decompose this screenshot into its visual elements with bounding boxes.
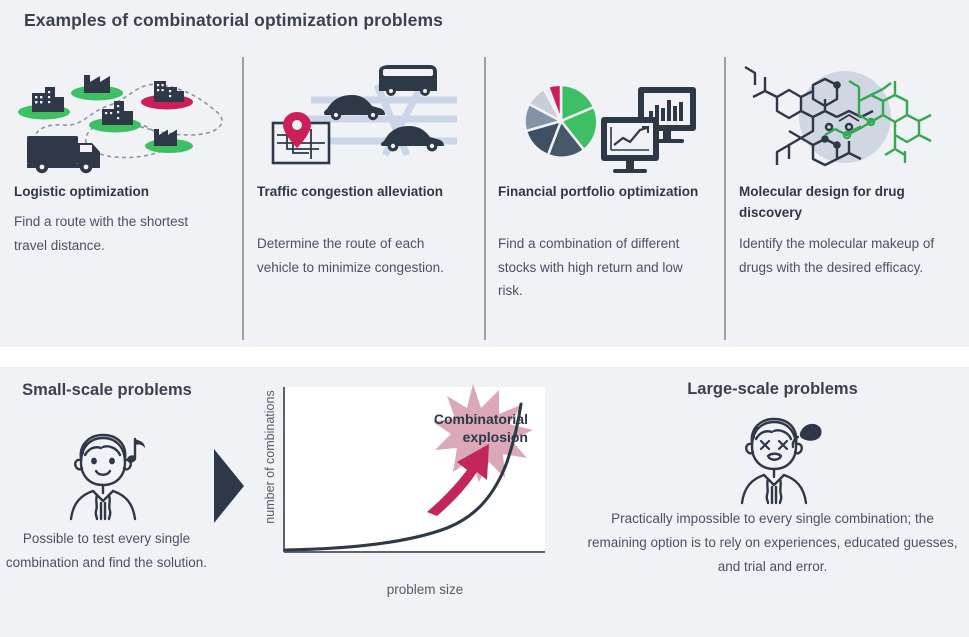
right-triangle-arrow-icon <box>212 447 248 530</box>
examples-card-row: Logistic optimization Find a route with … <box>0 55 969 345</box>
large-scale-title: Large-scale problems <box>687 380 858 398</box>
scale-comparison-panel: Small-scale problems <box>0 367 969 637</box>
example-card-molecular[interactable]: Molecular design for drug discovery Iden… <box>739 55 961 345</box>
page-title: Examples of combinatorial optimization p… <box>24 10 443 30</box>
card-divider-1 <box>242 57 244 340</box>
card-title: Molecular design for drug discovery <box>739 184 905 220</box>
truck-route-icon <box>14 55 236 175</box>
card-description: Identify the molecular makeup of drugs w… <box>739 236 935 275</box>
chart-annotation: Combinatorial explosion <box>433 411 528 446</box>
chart-x-axis-label: problem size <box>386 582 464 597</box>
molecule-icon <box>739 55 961 175</box>
example-card-financial[interactable]: Financial portfolio optimization Find a … <box>498 55 720 345</box>
card-title: Traffic congestion alleviation <box>257 184 444 199</box>
example-card-logistic[interactable]: Logistic optimization Find a route with … <box>14 55 236 345</box>
traffic-map-icon <box>257 55 479 175</box>
example-card-traffic[interactable]: Traffic congestion alleviation Determine… <box>257 55 479 345</box>
card-description: Find a combination of different stocks w… <box>498 236 683 299</box>
pie-chart-monitors-icon <box>498 55 720 175</box>
small-scale-title: Small-scale problems <box>22 381 192 399</box>
card-divider-2 <box>484 57 486 340</box>
combinatorial-explosion-chart: number of combinations Combinatorial exp… <box>255 382 585 622</box>
happy-person-music-icon <box>57 429 157 526</box>
card-title: Financial portfolio optimization <box>498 184 699 199</box>
card-description: Determine the route of each vehicle to m… <box>257 236 444 275</box>
small-scale-description: Possible to test every single combinatio… <box>5 531 208 570</box>
large-scale-description: Practically impossible to every single c… <box>587 511 958 575</box>
card-title: Logistic optimization <box>14 184 149 199</box>
stressed-person-icon <box>728 413 828 510</box>
card-description: Find a route with the shortest travel di… <box>14 214 189 253</box>
chart-plot <box>283 384 545 553</box>
card-divider-3 <box>724 57 726 340</box>
examples-panel: Examples of combinatorial optimization p… <box>0 0 969 347</box>
